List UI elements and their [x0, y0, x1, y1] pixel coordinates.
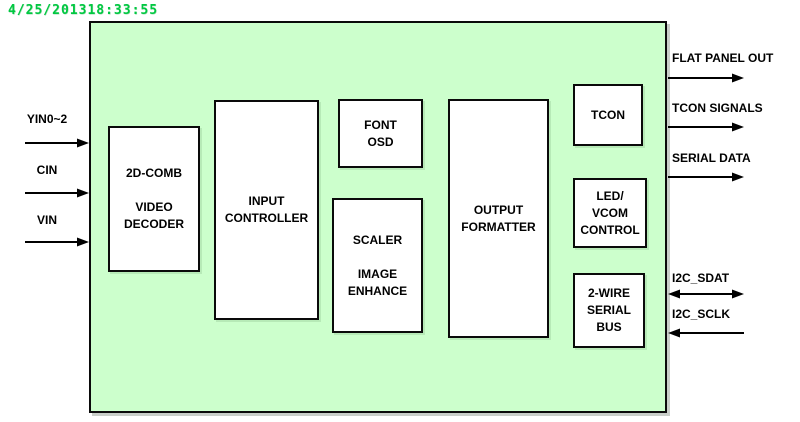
block-label: OSD [367, 134, 394, 149]
block-2wire-serial-bus: 2-WIRE SERIAL BUS [573, 273, 645, 348]
block-label: 2D-COMB [126, 166, 182, 180]
block-label: OUTPUT [473, 202, 524, 217]
block-label: SCALER [352, 232, 403, 247]
flat-panel-out-arrow-icon [668, 72, 744, 84]
signal-label-flat-panel-out: FLAT PANEL OUT [672, 51, 774, 65]
block-label: IMAGE [357, 266, 398, 281]
block-led-vcom-control: LED/ VCOM CONTROL [573, 178, 647, 248]
signal-label-yin0-2: YIN0~2 [26, 112, 68, 126]
signal-label-vin: VIN [36, 213, 57, 227]
signal-label-i2c-sclk: I2C_SCLK [672, 307, 731, 321]
block-label: CONTROLLER [224, 211, 309, 225]
signal-label-serial-data: SERIAL DATA [672, 151, 751, 165]
block-label: CONTROL [580, 222, 640, 237]
block-label: VIDEO [135, 200, 173, 214]
signal-label-i2c-sdat: I2C_SDAT [672, 271, 730, 285]
block-video-decoder: 2D-COMB VIDEO DECODER [108, 126, 200, 272]
i2c-sclk-arrow-icon [668, 327, 744, 339]
signal-label-cin: CIN [36, 163, 58, 177]
serial-data-arrow-icon [668, 171, 744, 183]
block-label: TCON [591, 107, 625, 122]
block-label: BUS [596, 320, 622, 334]
block-input-controller: INPUT CONTROLLER [214, 100, 319, 320]
vin-input-arrow-icon [25, 236, 89, 248]
signal-label-tcon-signals: TCON SIGNALS [672, 101, 763, 115]
block-label: FORMATTER [461, 219, 536, 234]
i2c-sdat-bidirectional-arrow-icon [668, 288, 744, 300]
osd-timestamp: 4/25/201318:33:55 [8, 3, 159, 18]
block-label: VCOM [592, 205, 628, 220]
block-tcon: TCON [573, 84, 643, 146]
block-label: LED/ [596, 188, 624, 203]
block-label: FONT [364, 117, 397, 132]
block-label: SERIAL [586, 303, 631, 317]
block-output-formatter: OUTPUT FORMATTER [448, 99, 549, 338]
block-label: ENHANCE [347, 283, 408, 298]
tcon-signals-arrow-icon [668, 121, 744, 133]
block-scaler-image-enhance: SCALER IMAGE ENHANCE [332, 198, 423, 333]
block-label: 2-WIRE [588, 286, 630, 300]
cin-input-arrow-icon [25, 187, 89, 199]
yin0-2-input-arrow-icon [25, 137, 89, 149]
block-font-osd: FONT OSD [338, 99, 423, 168]
block-label: INPUT [248, 194, 285, 208]
block-label: DECODER [123, 217, 184, 231]
